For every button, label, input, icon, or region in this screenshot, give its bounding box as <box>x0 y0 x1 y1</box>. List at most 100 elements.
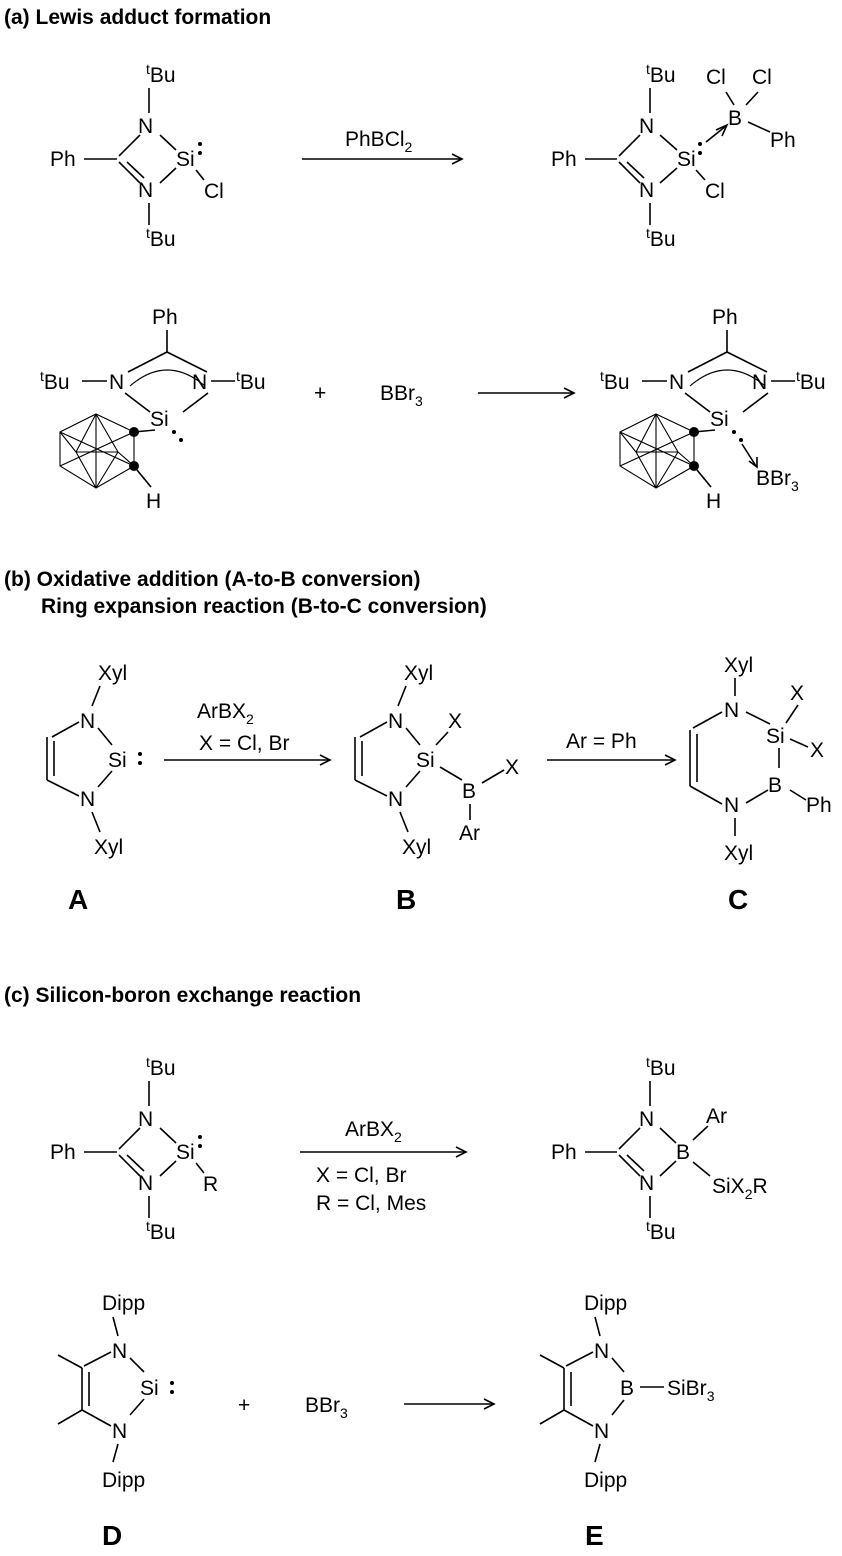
atom-label: N <box>594 1340 609 1363</box>
atom-label: Si <box>176 1141 195 1164</box>
atom-label: Dipp <box>584 1292 627 1315</box>
atom-label: BBr3 <box>756 467 799 494</box>
arrowhead <box>319 754 332 766</box>
compound-e-nhb-silyl: Dipp N B SiBr3 N Dipp <box>539 1292 715 1492</box>
atom-label: Ph <box>152 306 178 329</box>
atom-label: B <box>620 1377 634 1400</box>
atom-label: N <box>80 788 95 811</box>
condition-label: X = Cl, Br <box>316 1164 406 1187</box>
atom-label: Dipp <box>584 1469 627 1492</box>
atom-label: Si <box>766 725 785 748</box>
compound-label-e: E <box>585 1520 604 1551</box>
atom-label: Ph <box>770 129 796 152</box>
atom-label: Xyl <box>98 662 127 685</box>
section-b-subtitle: Ring expansion reaction (B-to-C conversi… <box>41 595 487 618</box>
reagent-label: ArBX2 <box>197 700 254 727</box>
atom-label: Xyl <box>402 836 431 859</box>
atom-label: tBu <box>796 368 826 394</box>
arrowhead <box>455 1146 468 1158</box>
atom-label: tBu <box>146 1218 176 1244</box>
atom-label: X <box>505 756 519 779</box>
atom-label: N <box>138 179 153 202</box>
atom-label: Si <box>710 408 729 431</box>
compound-b-silylborane: Xyl N Si X B X Ar N Xyl <box>354 662 519 859</box>
atom-label: R <box>203 1173 218 1196</box>
atom-label: N <box>112 1340 127 1363</box>
atom-label: N <box>80 710 95 733</box>
atom-label: Xyl <box>724 654 753 677</box>
boryl-amidinate-product: tBu N Ph B Ar SiX2R N tBu <box>551 1054 768 1244</box>
atom-label: N <box>669 371 684 394</box>
atom-label: tBu <box>146 1054 176 1080</box>
atom-label: N <box>639 115 654 138</box>
silylene-borane-adduct-product: tBu N Ph Si B Cl Cl Ph Cl N tBu <box>551 61 796 251</box>
atom-label: N <box>138 1172 153 1195</box>
atom-label: N <box>388 788 403 811</box>
compound-c-ring-expanded: Xyl N Si X X B Ph N Xyl <box>689 654 832 865</box>
atom-label: N <box>724 699 739 722</box>
atom-label: H <box>146 490 161 513</box>
carboranyl-silylene-bbr3-adduct-product: Ph tBu N N tBu Si BBr3 H <box>600 306 826 513</box>
atom-label: B <box>676 1141 690 1164</box>
atom-label: Cl <box>706 66 726 89</box>
atom-label: Si <box>677 148 696 171</box>
atom-label: Si <box>176 148 195 171</box>
compound-label-a: A <box>68 884 88 915</box>
atom-label: Xyl <box>94 836 123 859</box>
atom-label: Cl <box>752 66 772 89</box>
atom-label: N <box>752 371 767 394</box>
compound-label-c: C <box>728 884 748 915</box>
atom-label: N <box>138 1108 153 1131</box>
atom-label: Ph <box>551 1141 577 1164</box>
atom-label: N <box>639 1172 654 1195</box>
atom-label: Si <box>150 408 169 431</box>
atom-label: tBu <box>146 61 176 87</box>
atom-label: tBu <box>40 368 70 394</box>
atom-label: SiX2R <box>712 1175 768 1202</box>
atom-label: N <box>639 179 654 202</box>
compound-label-d: D <box>102 1520 122 1551</box>
atom-label: Dipp <box>102 1469 145 1492</box>
compound-a-nhsi: Xyl N Si N Xyl <box>46 662 142 859</box>
atom-label: Si <box>108 749 127 772</box>
atom-label: Si <box>416 749 435 772</box>
atom-label: X <box>790 682 804 705</box>
reagent-label: BBr3 <box>305 1394 348 1421</box>
atom-label: Ar <box>706 1105 727 1128</box>
plus-sign: + <box>238 1394 250 1417</box>
atom-label: SiBr3 <box>667 1377 715 1404</box>
reagent-label: ArBX2 <box>345 1118 402 1145</box>
atom-label: tBu <box>600 368 630 394</box>
atom-label: Cl <box>204 180 224 203</box>
atom-label: Ar <box>459 822 480 845</box>
compound-label-b: B <box>396 884 416 915</box>
section-b-title: (b) Oxidative addition (A-to-B conversio… <box>4 568 421 591</box>
compound-d-nhsi: Dipp N Si N Dipp <box>57 1292 174 1492</box>
atom-label: tBu <box>646 1054 676 1080</box>
atom-label: Ph <box>712 306 738 329</box>
condition-label: R = Cl, Mes <box>316 1192 426 1215</box>
carborane-cage <box>59 413 135 489</box>
atom-label: tBu <box>646 1218 676 1244</box>
condition-label: Ar = Ph <box>566 730 637 753</box>
atom-label: B <box>462 780 476 803</box>
carboranyl-silylene-reactant: Ph tBu N N tBu Si H <box>40 306 266 513</box>
atom-label: N <box>594 1420 609 1443</box>
atom-label: tBu <box>146 225 176 251</box>
atom-label: Cl <box>705 180 725 203</box>
atom-label: X <box>448 710 462 733</box>
reagent-label: PhBCl2 <box>345 128 413 155</box>
amidinato-silylene-reactant: tBu N Ph Si Cl N tBu <box>50 61 224 251</box>
atom-label: H <box>706 490 721 513</box>
atom-label: N <box>112 1420 127 1443</box>
atom-label: N <box>138 115 153 138</box>
plus-sign: + <box>314 382 326 405</box>
atom-label: B <box>768 774 782 797</box>
atom-label: X <box>810 739 824 762</box>
atom-label: N <box>388 710 403 733</box>
atom-label: N <box>724 794 739 817</box>
arrowhead <box>563 387 576 399</box>
atom-label: Xyl <box>404 662 433 685</box>
atom-label: N <box>109 371 124 394</box>
